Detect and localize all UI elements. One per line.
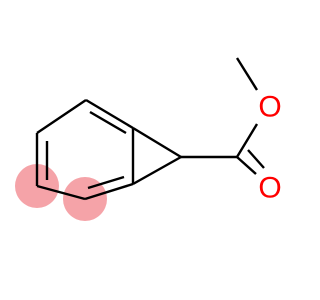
bond-carbonyl-double-inner [247,149,265,169]
molecule-structure: O O [15,57,282,221]
atom-label-carbonyl-oxygen: O [258,172,281,205]
bond-cyclopropane-upper [132,126,182,159]
bond-ring-top [36,99,87,134]
bond-ring-lower-left [36,184,86,201]
bond-carbonyl-double-outer [236,156,257,175]
bond-ring-upper-right [85,98,134,130]
atom-label-ester-oxygen: O [258,91,281,124]
bond-ring-bottom [84,182,134,201]
bond-carbonyl-c-to-ester-o [235,123,259,158]
bond-ester-o-to-methyl [235,57,259,91]
bond-cyclopropane-lower [132,155,182,186]
bond-double-inner-upper [89,110,127,135]
bond-double-inner-bottom [87,175,125,190]
